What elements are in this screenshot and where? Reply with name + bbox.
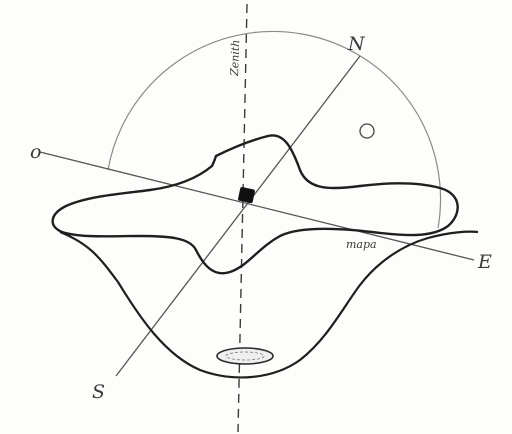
north-south-axis (115, 55, 361, 377)
label-east: E (477, 251, 492, 273)
center-mark (238, 187, 255, 204)
label-horizon: mapa (346, 238, 377, 251)
label-vertical-axis: Zenith (228, 39, 242, 77)
bottom-oval-inner (225, 351, 265, 361)
label-west: o (30, 141, 41, 163)
sun-circle-mark (359, 123, 375, 139)
west-east-axis (39, 151, 475, 261)
earth-surface-outline (51, 134, 459, 275)
label-north: N (347, 33, 366, 55)
underworld-bowl (59, 230, 479, 379)
label-south: S (92, 381, 105, 403)
sky-dome-arc (107, 30, 442, 229)
vertical-axis-line (237, 3, 248, 433)
bottom-oval (216, 347, 274, 365)
